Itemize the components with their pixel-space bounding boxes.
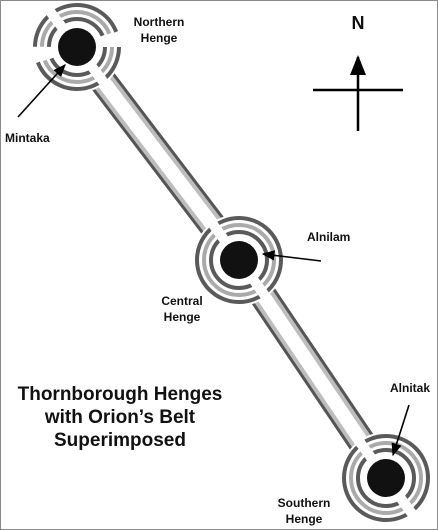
central-henge	[193, 214, 285, 306]
alnilam-star	[220, 241, 258, 279]
central-henge-label-line1: Central	[161, 294, 202, 308]
mintaka-arrow	[17, 64, 66, 118]
title-line3: Superimposed	[54, 430, 186, 451]
compass: N	[313, 13, 403, 131]
central-henge-label-line2: Henge	[164, 310, 201, 324]
alnitak-arrow	[391, 404, 410, 457]
southern-henge-label-line2: Henge	[286, 512, 323, 526]
alnilam-arrow	[261, 250, 322, 262]
northern-henge-label-line2: Henge	[141, 31, 178, 45]
alnitak-label: Alnitak	[390, 381, 430, 395]
title-line1: Thornborough Henges	[18, 384, 223, 405]
northern-henge	[31, 1, 123, 93]
mintaka-star	[58, 28, 96, 66]
southern-henge-label-line1: Southern	[278, 496, 331, 510]
northern-henge-label-line1: Northern	[134, 15, 185, 29]
southern-henge	[340, 432, 432, 524]
north-label: N	[352, 13, 365, 33]
alnilam-label: Alnilam	[307, 230, 350, 244]
mintaka-label: Mintaka	[5, 131, 50, 145]
alnitak-star	[367, 459, 405, 497]
title-line2: with Orion’s Belt	[44, 407, 196, 428]
